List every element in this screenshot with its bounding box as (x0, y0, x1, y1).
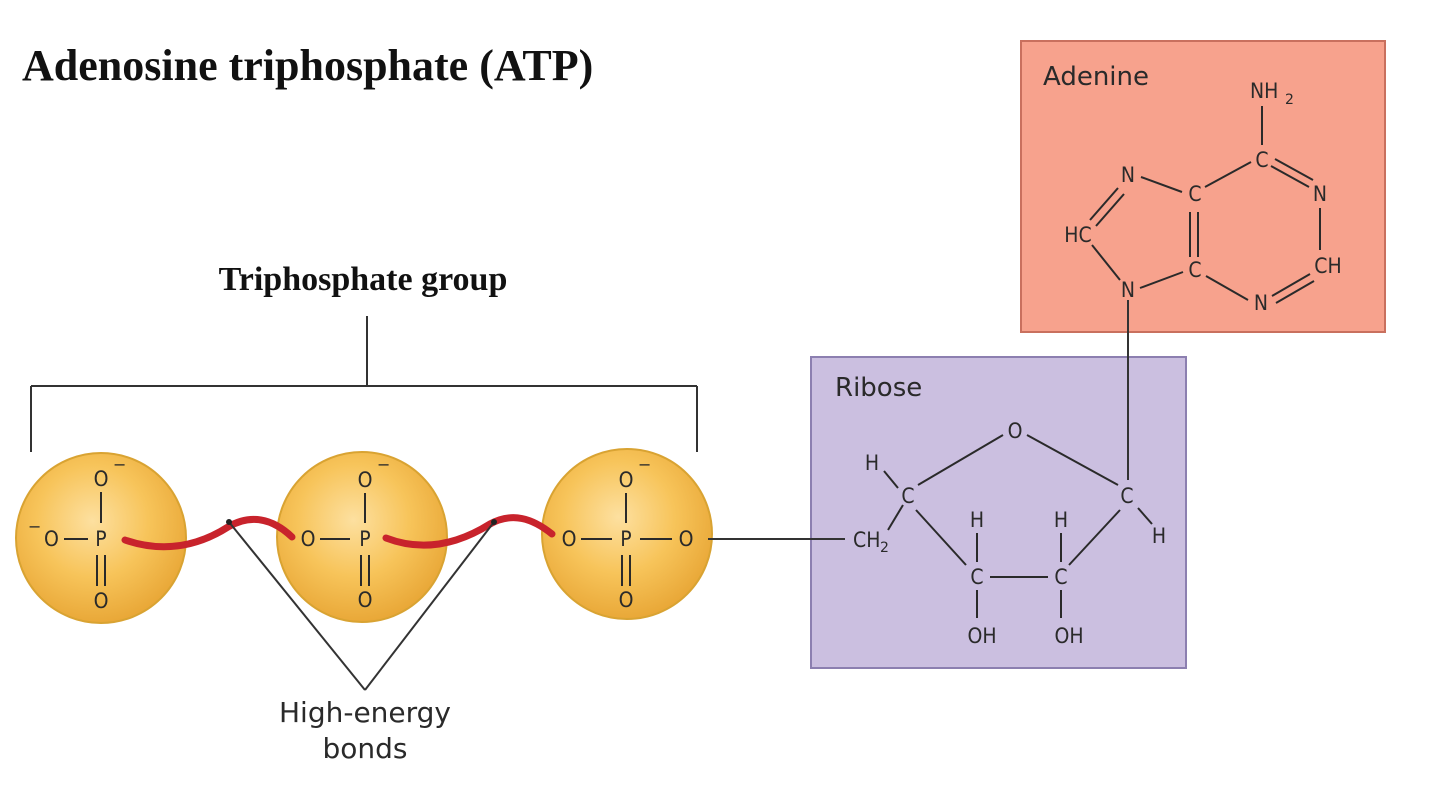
atom-nh2: NH (1250, 79, 1278, 103)
atom-h: H (970, 508, 984, 532)
atom-o: O (1008, 419, 1023, 443)
atom-o: O (679, 527, 694, 551)
minus-charge: − (28, 517, 41, 536)
atom-ch: CH (1314, 254, 1341, 278)
atom-h: H (1152, 524, 1166, 548)
phosphate-group-2: O P O − O (301, 455, 391, 612)
atom-o: O (44, 527, 59, 551)
atom-o: O (562, 527, 577, 551)
atom-o: O (358, 468, 373, 492)
minus-charge: − (377, 455, 390, 474)
atom-o: O (358, 588, 373, 612)
atom-h: H (865, 451, 879, 475)
atom-p: P (620, 527, 631, 551)
subscript-2: 2 (1285, 92, 1294, 108)
high-energy-pointers (226, 519, 497, 691)
phosphate-circle-1 (15, 452, 187, 624)
high-energy-bond-1 (121, 516, 296, 551)
ribose-box (810, 356, 1187, 669)
minus-charge: − (638, 455, 651, 474)
atom-c: C (1188, 182, 1201, 206)
ribose-structure: CH 2 C H O C H C C H H OH OH (853, 419, 1166, 648)
phosphate-group-3: O P O O − O (562, 455, 694, 612)
atom-oh: OH (967, 624, 996, 648)
adenine-label: Adenine (1043, 62, 1149, 92)
atom-c: C (1120, 484, 1133, 508)
atom-p: P (359, 527, 370, 551)
atom-o: O (94, 467, 109, 491)
adenine-structure: NH 2 C N CH N C C N HC N (1064, 79, 1341, 315)
ribose-label: Ribose (835, 373, 922, 403)
subscript-2: 2 (880, 540, 889, 556)
atom-c: C (1188, 258, 1201, 282)
atom-c: C (901, 484, 914, 508)
atom-c: C (1255, 148, 1268, 172)
high-energy-label-line1: High-energy (279, 696, 451, 729)
atom-n: N (1121, 278, 1135, 302)
diagram-title: Adenosine triphosphate (ATP) (22, 41, 593, 90)
atom-oh: OH (1054, 624, 1083, 648)
atom-n: N (1121, 163, 1135, 187)
phosphate-circle-3 (541, 448, 713, 620)
triphosphate-label: Triphosphate group (219, 261, 508, 298)
atom-n: N (1313, 182, 1327, 206)
high-energy-bond-2 (382, 514, 556, 549)
atom-o: O (94, 589, 109, 613)
atom-o: O (619, 468, 634, 492)
atom-o: O (301, 527, 316, 551)
atom-hc: HC (1064, 223, 1091, 247)
phosphate-group-1: − O P O − O (28, 455, 126, 613)
atom-p: P (95, 527, 106, 551)
high-energy-label-line2: bonds (322, 732, 407, 765)
atom-c: C (970, 565, 983, 589)
atom-o: O (619, 588, 634, 612)
atom-h: H (1054, 508, 1068, 532)
minus-charge: − (113, 455, 126, 474)
adenine-box (1020, 40, 1386, 333)
atom-ch2: CH (853, 528, 880, 552)
atom-c: C (1054, 565, 1067, 589)
triphosphate-bracket (30, 316, 698, 452)
phosphate-circle-2 (276, 451, 448, 623)
atom-n: N (1254, 291, 1268, 315)
